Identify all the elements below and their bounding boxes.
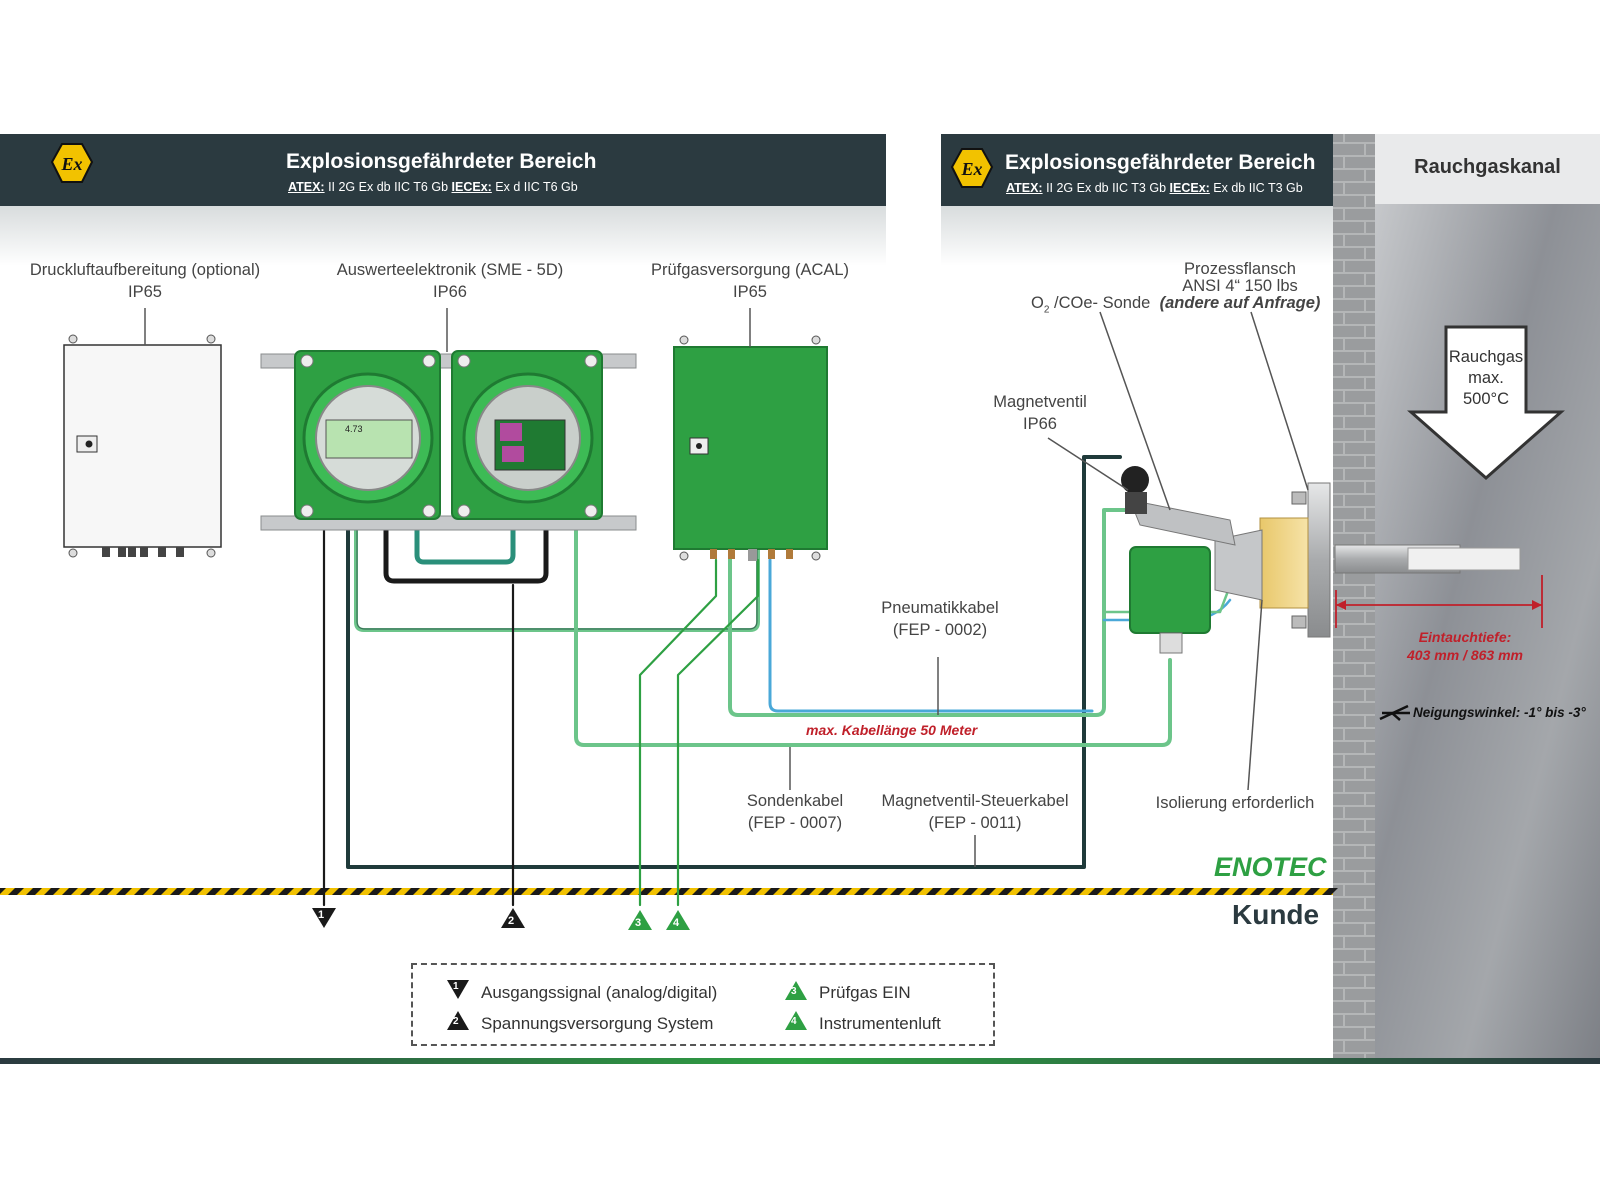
legend-number: 4	[791, 1016, 797, 1027]
electronics-enclosure	[260, 350, 637, 531]
legend-number: 3	[791, 986, 797, 997]
zone-cert-right: ATEX: II 2G Ex db IIC T3 Gb IECEx: Ex db…	[1006, 181, 1303, 195]
valve-rating: IP66	[1023, 415, 1057, 433]
probe-cable-label: Sondenkabel (FEP - 0007)	[746, 792, 844, 832]
hazard-stripe	[0, 888, 1338, 895]
legend-number: 1	[453, 981, 459, 992]
tilt-angle-label: Neigungswinkel: -1° bis -3°	[1413, 705, 1586, 720]
cables	[322, 455, 1238, 907]
ex-hazard-icon: Ex	[950, 148, 994, 188]
pneumatic-cable-blue	[768, 558, 1094, 713]
boundary-markers	[312, 908, 690, 930]
atex-label: ATEX:	[288, 180, 325, 194]
flange-label: Prozessflansch ANSI 4“ 150 lbs (andere a…	[1159, 260, 1321, 312]
bottom-rule	[0, 1058, 1600, 1064]
test-gas-rating: IP65	[733, 283, 767, 301]
svg-text:Ex: Ex	[960, 159, 982, 179]
marker-number: 2	[508, 915, 515, 927]
atex-label: ATEX:	[1006, 181, 1043, 195]
supplier-label: ENOTEC	[1214, 852, 1327, 882]
leader-lines	[144, 308, 1309, 867]
brick-wall	[1333, 134, 1375, 1058]
pneumatic-cable-label: Pneumatikkabel (FEP - 0002)	[881, 599, 999, 639]
zone-title-right: Explosionsgefährdeter Bereich	[1005, 151, 1316, 174]
internal-black-loop	[383, 522, 549, 584]
compressed-air-rating: IP65	[128, 283, 162, 301]
legend-item: Instrumentenluft	[819, 1014, 941, 1033]
compressed-air-box	[63, 334, 222, 558]
legend-number: 2	[453, 1016, 459, 1027]
test-gas-box	[673, 335, 828, 561]
duct-header	[1375, 134, 1600, 204]
iecex-label: IECEx:	[1169, 181, 1210, 195]
legend-item: Prüfgas EIN	[819, 983, 911, 1002]
immersion-dimension	[1335, 575, 1543, 628]
immersion-depth-label: Eintauchtiefe: 403 mm / 863 mm	[1407, 629, 1523, 663]
testgas-line	[638, 558, 718, 907]
zone-title-left: Explosionsgefährdeter Bereich	[286, 150, 597, 173]
iecex-label: IECEx:	[451, 180, 492, 194]
svg-text:Ex: Ex	[60, 154, 82, 174]
tilt-angle-icon	[1379, 704, 1410, 721]
iecex-value: Ex d IIC T6 Gb	[495, 180, 578, 194]
banner-shadow-right	[941, 206, 1333, 266]
insulation-label: Isolierung erforderlich	[1155, 794, 1315, 812]
hazard-zone-banner-left	[0, 134, 886, 206]
marker-number: 4	[673, 917, 680, 929]
legend-symbols	[447, 980, 807, 1030]
legend-item: Spannungsversorgung System	[481, 1014, 714, 1033]
test-gas-name: Prüfgasversorgung (ACAL)	[650, 261, 850, 279]
display-reading: 4.73	[345, 424, 363, 434]
internal-teal-loop	[414, 522, 516, 565]
valve-control-cable	[346, 455, 1122, 869]
probe-assembly	[1121, 466, 1521, 654]
marker-number: 3	[635, 917, 642, 929]
valve-label: Magnetventil IP66	[975, 391, 1105, 435]
pneumatic-cable-green	[728, 508, 1127, 717]
banner-shadow-left	[0, 206, 886, 266]
atex-value: II 2G Ex db IIC T6 Gb	[328, 180, 449, 194]
compressed-air-name: Druckluftaufbereitung (optional)	[29, 261, 261, 279]
ex-hazard-icon: Ex	[50, 143, 94, 183]
legend	[411, 963, 995, 1046]
atex-value: II 2G Ex db IIC T3 Gb	[1046, 181, 1167, 195]
duct-title: Rauchgaskanal	[1414, 156, 1561, 178]
probe-label: O2 /COe- Sonde	[1031, 294, 1151, 316]
zone-cert-left: ATEX: II 2G Ex db IIC T6 Gb IECEx: Ex d …	[288, 180, 578, 194]
electronics-acal-cable	[354, 528, 760, 632]
compressed-air-label: Druckluftaufbereitung (optional) IP65	[10, 259, 280, 303]
electronics-name: Auswerteelektronik (SME - 5D)	[336, 261, 564, 279]
test-gas-label: Prüfgasversorgung (ACAL) IP65	[630, 259, 870, 303]
electronics-label: Auswerteelektronik (SME - 5D) IP66	[320, 259, 580, 303]
instrument-air-line	[676, 558, 760, 907]
max-cable-length: max. Kabellänge 50 Meter	[806, 722, 978, 738]
legend-item: Ausgangssignal (analog/digital)	[481, 983, 718, 1002]
flue-gas-arrow	[1407, 325, 1565, 480]
valve-cable-label: Magnetventil-Steuerkabel (FEP - 0011)	[881, 792, 1069, 832]
customer-label: Kunde	[1232, 899, 1320, 930]
hazard-zone-banner-right	[941, 134, 1333, 206]
probe-cable	[574, 523, 1172, 747]
marker-number: 1	[318, 909, 325, 921]
iecex-value: Ex db IIC T3 Gb	[1213, 181, 1303, 195]
flue-gas-label: Rauchgas max. 500°C	[1448, 348, 1524, 408]
valve-name: Magnetventil	[993, 393, 1087, 411]
electronics-rating: IP66	[433, 283, 467, 301]
